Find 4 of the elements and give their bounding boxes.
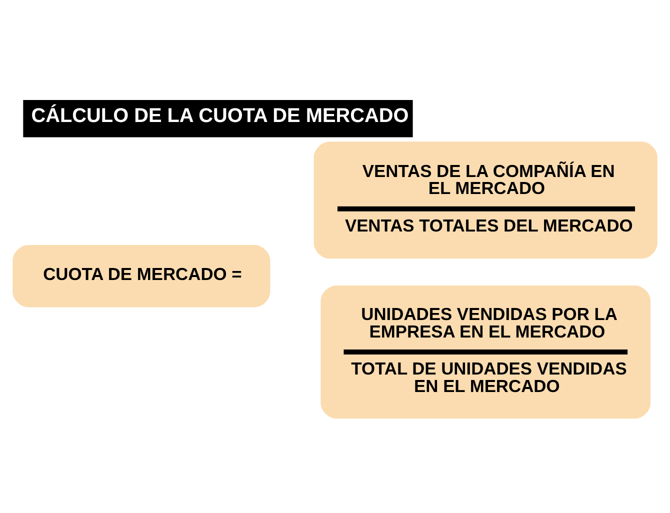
diagram-title: CÁLCULO DE LA CUOTA DE MERCADO: [31, 105, 409, 128]
node-box: VENTAS DE LA COMPAÑÍA EN EL MERCADO VENTAS TOTALES DEL MERCADO: [314, 142, 658, 259]
node-box: UNIDADES VENDIDAS POR LA EMPRESA EN EL MERCADO TOTAL DE UNIDADES VENDIDAS EN EL MERCADO: [320, 285, 651, 419]
node-box: CUOTA DE MERCADO =: [12, 244, 270, 308]
